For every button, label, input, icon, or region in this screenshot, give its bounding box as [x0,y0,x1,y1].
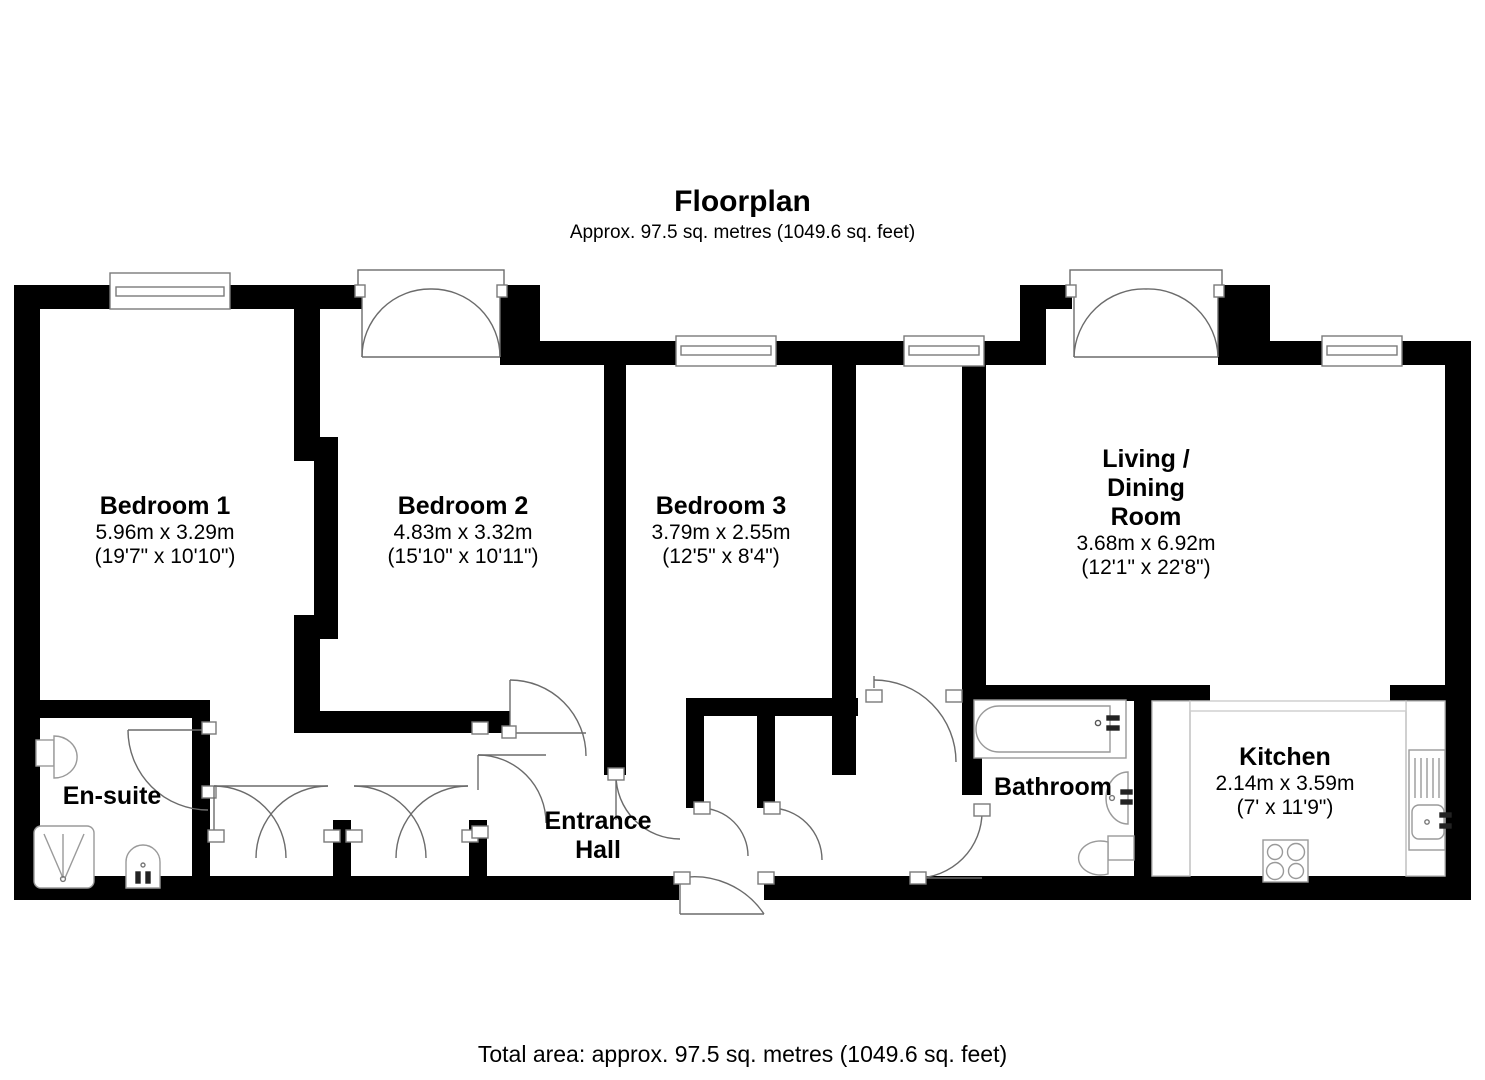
wall-bed1-right-upper [294,292,320,444]
wall-kitchen-top-right [1390,685,1471,701]
window-bedroom3-top [903,335,985,367]
door-bedroom2-french-top [354,269,508,359]
wall-bed2-bottom [294,711,510,733]
wall-bathroom-top [962,685,1152,701]
page-subtitle: Approx. 97.5 sq. metres (1049.6 sq. feet… [569,222,916,243]
door-bedroom2-top-hall [501,679,587,757]
door-bathroom [909,803,991,885]
wall-kitchen-right-inner [1390,685,1406,701]
window-kitchen-top [1321,335,1403,367]
door-cupboard-1 [207,785,341,859]
wall-storage-mid [757,698,775,808]
wall-right-exterior [1445,341,1471,900]
double-doors-group [354,269,1225,359]
wall-ensuite-right [192,700,210,786]
ensuite-shower-tray-icon [33,825,95,889]
kitchen-counter-top [1189,700,1407,712]
door-ensuite [127,721,217,811]
door-bedroom2-hall [471,721,547,839]
bathtub-icon [973,699,1127,759]
bathroom-sink-icon [1105,771,1133,825]
wall-bathroom-right [1134,685,1152,876]
wall-cupboard-divider [333,820,351,878]
door-bedroom3-hall [607,767,681,840]
window-bedroom1-top [109,272,231,310]
total-area-footer: Total area: approx. 97.5 sq. metres (104… [477,1041,1008,1067]
wall-storage-left [686,698,704,808]
door-living-hall [865,676,963,763]
door-storage-2 [763,801,823,861]
wall-left-exterior [14,285,40,900]
wall-kitchen-top-left [1152,685,1210,701]
windows-group [109,272,1403,367]
wall-ensuite-top [14,700,210,718]
fixtures-group [33,699,1452,889]
ensuite-toilet-icon [35,735,78,779]
kitchen-hob-icon [1262,839,1309,883]
window-bedroom2-top [675,335,777,367]
ensuite-sink-icon [125,844,161,889]
wall-top-kitchen-a [1218,341,1326,365]
wall-bottom-exterior-right [764,876,1471,900]
walls-group [14,285,1471,900]
kitchen-sink-drainer-icon [1408,749,1452,851]
door-cupboard-2 [345,785,479,859]
wall-top-living-a [1020,285,1072,309]
wall-top-left-a [14,285,114,309]
door-storage-1 [693,801,749,857]
wall-bed1-right-mid [314,437,338,627]
wall-bed1-right-lower [294,615,320,725]
wall-bed2-bed3-divider [604,347,626,775]
page-title: Floorplan [674,185,811,218]
doors-group [127,676,991,915]
wall-top-mid-a [500,341,680,365]
kitchen-worktop-left [1151,700,1191,877]
door-entrance [673,871,775,915]
wall-bottom-exterior-left [14,876,679,900]
door-living-french-top [1065,269,1225,359]
bathroom-toilet-icon [1077,835,1135,876]
wall-living-left [962,347,986,685]
